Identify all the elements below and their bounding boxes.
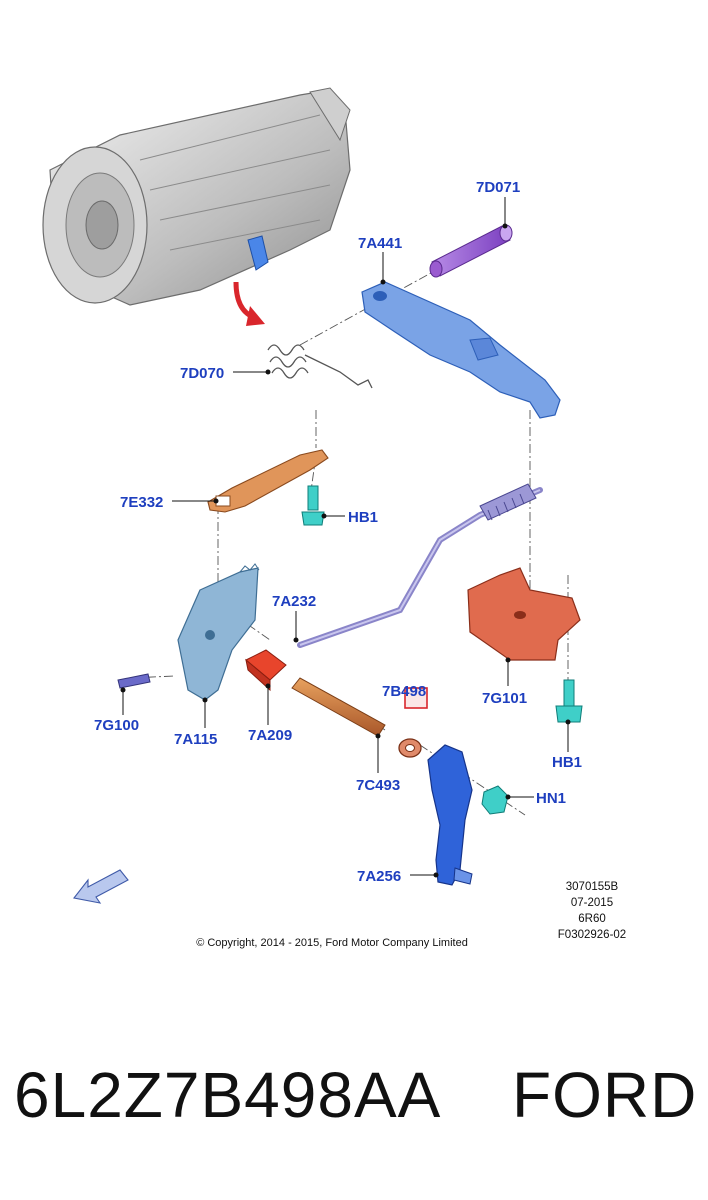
meta-date: 07-2015 (571, 897, 613, 909)
transmission-housing (42, 87, 351, 306)
red-location-arrow (233, 281, 265, 326)
callout-7A115: 7A115 (174, 731, 217, 748)
orientation-arrow-icon (73, 869, 129, 904)
callout-HB1-lower: HB1 (552, 754, 582, 771)
callout-HB1-upper: HB1 (348, 509, 378, 526)
parts-diagram: 7D071 7A441 7D070 7E332 HB1 7A232 7G101 … (42, 87, 626, 949)
callout-7A232: 7A232 (272, 593, 316, 610)
part-7A115-sector-plate (177, 563, 260, 701)
part-HN1-nut (481, 785, 509, 815)
part-7C493-shaft (291, 677, 386, 737)
meta-model: 6R60 (578, 913, 606, 925)
part-7A256-manual-lever (427, 744, 473, 886)
part-7A441-detent-lever (361, 281, 561, 419)
callout-7D071: 7D071 (476, 179, 520, 196)
callout-7B498: 7B498 (382, 683, 426, 700)
transmission-shift-lever-highlight (247, 235, 269, 271)
callout-HN1: HN1 (536, 790, 566, 807)
callout-7C493: 7C493 (356, 777, 400, 794)
callout-7G100: 7G100 (94, 717, 139, 734)
part-HB1-bolt-lower (555, 679, 583, 723)
copyright-notice: © Copyright, 2014 - 2015, Ford Motor Com… (196, 937, 468, 949)
footer: 6L2Z7B498AA FORD (0, 1058, 708, 1168)
part-7G100-pin (117, 673, 151, 689)
part-7D071-pin (429, 224, 513, 278)
part-7D070-spring (267, 344, 373, 389)
callout-7D070: 7D070 (180, 365, 224, 382)
brand-name: FORD (512, 1059, 698, 1131)
callout-leader-lines (122, 197, 569, 876)
part-number: 6L2Z7B498AA (14, 1059, 442, 1131)
part-7A209-bushing (245, 649, 287, 692)
meta-illustration-number: 3070155B (566, 881, 619, 893)
callout-7A256: 7A256 (357, 868, 401, 885)
callout-7E332: 7E332 (120, 494, 163, 511)
part-HB1-bolt-upper (301, 485, 325, 526)
callout-7G101: 7G101 (482, 690, 527, 707)
callout-7A209: 7A209 (248, 727, 292, 744)
callout-dots (120, 223, 571, 878)
meta-figure-code: F0302926-02 (558, 929, 626, 941)
part-7A232-cable (297, 483, 543, 648)
part-7B498-seal (398, 687, 428, 758)
callout-7A441: 7A441 (358, 235, 402, 252)
highlight-box (404, 687, 428, 709)
part-7G101-bracket (467, 567, 581, 661)
